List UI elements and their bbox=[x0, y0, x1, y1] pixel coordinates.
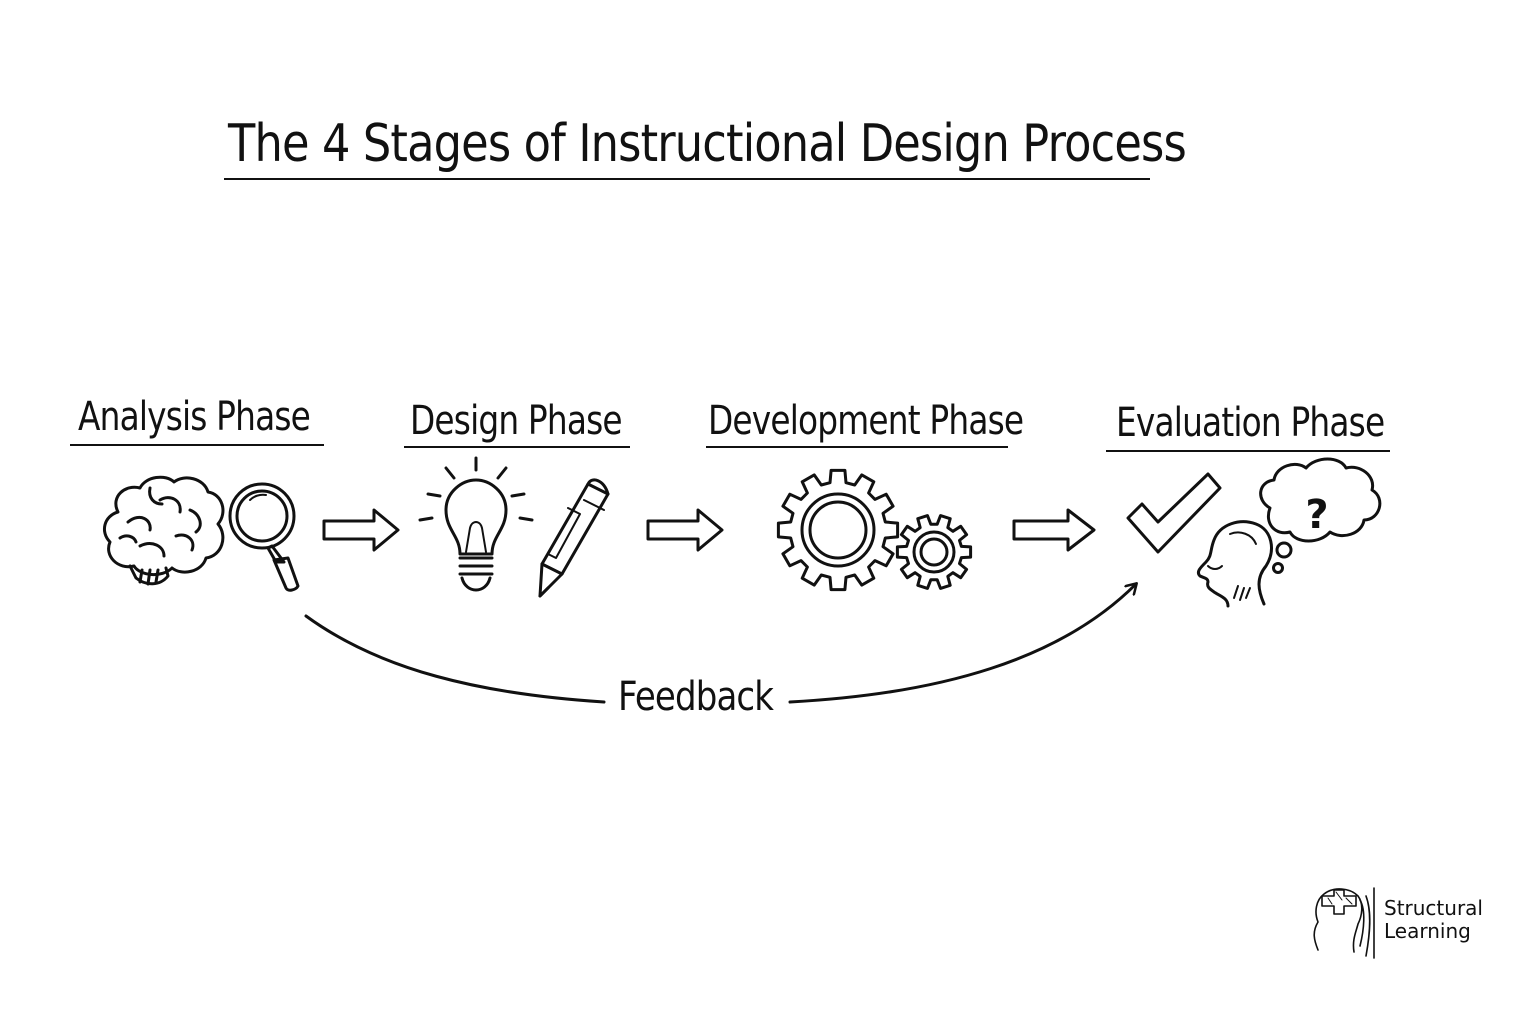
lightbulb-icon bbox=[418, 456, 534, 592]
logo-text-line1: Structural bbox=[1384, 896, 1483, 920]
small-gear-ring bbox=[912, 530, 956, 574]
large-gear-ring bbox=[800, 492, 876, 568]
page-title: The 4 Stages of Instructional Design Pro… bbox=[228, 114, 1187, 174]
feedback-label: Feedback bbox=[618, 674, 774, 720]
pencil-icon bbox=[538, 478, 610, 598]
phase-label-evaluation: Evaluation Phase bbox=[1116, 400, 1385, 446]
arrow-analysis-to-design bbox=[322, 508, 400, 552]
feedback-arrow bbox=[304, 584, 1136, 704]
small-gear-hub bbox=[919, 537, 949, 567]
head-icon bbox=[1196, 520, 1273, 608]
arrow-development-to-evaluation bbox=[1012, 508, 1096, 552]
large-gear-hub bbox=[808, 500, 868, 560]
structural-learning-logo bbox=[1313, 887, 1375, 959]
phase-label-analysis: Analysis Phase bbox=[78, 394, 311, 440]
magnifying-glass-icon bbox=[228, 482, 300, 592]
analysis-underline bbox=[70, 444, 324, 446]
large-gear-teeth bbox=[776, 468, 900, 592]
design-underline bbox=[404, 446, 630, 448]
title-underline bbox=[224, 178, 1150, 180]
small-gear-teeth bbox=[895, 514, 973, 590]
brain-icon bbox=[102, 475, 225, 586]
thought-bubble-icon: ? bbox=[1259, 457, 1382, 574]
phase-label-design: Design Phase bbox=[410, 398, 623, 444]
phase-label-development: Development Phase bbox=[708, 398, 1024, 444]
development-underline bbox=[706, 446, 1008, 448]
checkmark-icon bbox=[1126, 472, 1222, 554]
evaluation-underline bbox=[1106, 450, 1390, 452]
arrow-design-to-development bbox=[646, 508, 724, 552]
logo-text-line2: Learning bbox=[1384, 919, 1471, 943]
gear-icon bbox=[776, 468, 973, 592]
thought-question-mark: ? bbox=[1305, 492, 1328, 538]
